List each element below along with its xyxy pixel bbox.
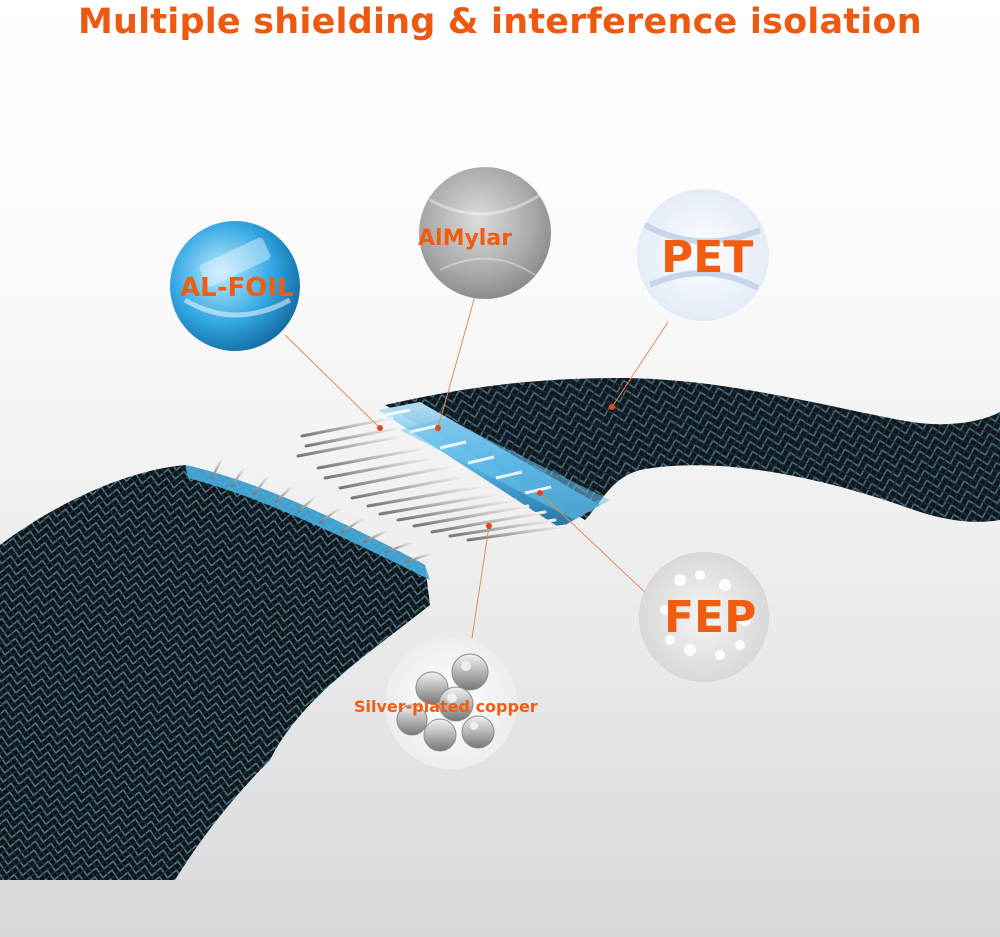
conductors-left	[210, 456, 434, 564]
foil-wrapped-pairs	[378, 402, 610, 528]
leader-lines	[284, 295, 669, 639]
leader-dots	[377, 404, 615, 529]
fep-label: FEP	[664, 592, 757, 643]
al-foil-badge	[170, 221, 300, 351]
almylar-badge	[419, 167, 551, 299]
page-title: Multiple shielding & interference isolat…	[78, 2, 922, 42]
conductors-right	[296, 416, 567, 542]
silver-plated-copper-label: Silver-plated copper	[354, 697, 538, 716]
pet-badge	[637, 189, 769, 321]
left-cable-foil-edge	[185, 465, 430, 580]
pet-label: PET	[661, 232, 754, 283]
fep-badge	[639, 552, 769, 682]
almylar-label: AlMylar	[418, 226, 513, 251]
left-cable-braid	[0, 465, 430, 880]
al-foil-label: AL-FOIL	[180, 273, 294, 303]
copper-badge	[385, 637, 517, 769]
